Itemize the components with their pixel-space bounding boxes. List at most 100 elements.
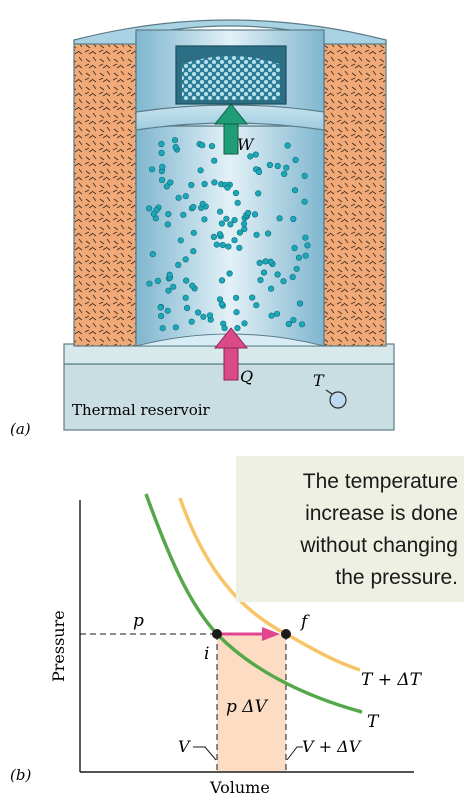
gas-molecule <box>274 162 281 170</box>
gas-molecule <box>249 294 256 301</box>
gas-molecule <box>284 142 291 149</box>
work-area <box>217 634 286 771</box>
isotherm-T-plus-dT <box>178 497 361 672</box>
gas-molecule <box>234 199 241 206</box>
gas-molecule <box>227 221 234 228</box>
thermometer-stem <box>325 389 333 395</box>
gas-molecule <box>262 258 269 265</box>
initial-label: i <box>204 644 209 664</box>
panel-a-label: (a) <box>10 420 31 438</box>
gas-molecule <box>291 187 299 194</box>
isotherm-T-plus-dT-label: T + ΔT <box>361 670 423 690</box>
gas-molecule <box>190 248 197 255</box>
gas-molecule <box>167 179 174 186</box>
pv-diagram: p i f p ΔV V V + ΔV T + ΔT T Pressure Vo… <box>49 493 423 797</box>
y-axis-label: Pressure <box>49 610 68 682</box>
gas-molecule <box>218 220 225 227</box>
heat-label: Q <box>240 367 253 386</box>
gas-molecule <box>221 325 228 332</box>
gas-molecule <box>190 229 197 236</box>
gas-molecule <box>217 208 224 215</box>
isotherm-T-label: T <box>367 712 380 732</box>
gas-molecule <box>158 140 165 148</box>
gas-molecule <box>290 317 297 324</box>
gas-molecule <box>199 200 206 207</box>
gas-molecule <box>251 211 259 218</box>
gas-molecule <box>149 251 156 258</box>
gas-molecule <box>232 189 240 197</box>
gas-molecule <box>224 184 231 191</box>
gas-molecule <box>172 324 179 331</box>
gas-molecule <box>148 166 156 173</box>
gas-molecule <box>302 234 309 241</box>
gas-molecule <box>253 231 260 238</box>
gas-molecule <box>208 143 216 150</box>
gas-molecule <box>201 180 208 188</box>
gas-molecule <box>283 164 290 171</box>
final-point <box>281 629 291 639</box>
initial-point <box>212 629 222 639</box>
gas-molecule <box>190 203 197 211</box>
gas-molecule <box>245 209 252 217</box>
gas-molecule <box>175 261 182 269</box>
gas-molecule <box>213 241 220 248</box>
panel-b-label: (b) <box>10 766 31 784</box>
gas-molecule <box>195 309 202 316</box>
gas-molecule <box>171 137 179 144</box>
gas-molecule <box>252 151 259 158</box>
gas-molecule <box>172 144 179 151</box>
gas-molecule <box>150 210 157 217</box>
gas-molecule <box>291 244 298 252</box>
gas-molecule <box>159 176 166 184</box>
lead-shot <box>182 56 280 100</box>
volume-v-label: V <box>178 737 191 756</box>
v-leader <box>193 746 217 761</box>
work-arrow <box>213 103 249 155</box>
temperature-label: T <box>313 371 325 390</box>
gas-molecule <box>280 278 287 285</box>
gas-molecule <box>182 256 189 263</box>
gas-molecule <box>180 211 187 218</box>
gas-molecule <box>233 309 240 316</box>
gas-molecule <box>241 320 248 327</box>
gas-molecule <box>285 320 292 328</box>
note-line-1: The temperature <box>302 470 458 493</box>
gas-molecule <box>164 221 171 228</box>
gas-molecule <box>165 287 172 294</box>
gas-molecule <box>234 325 241 332</box>
gas-molecule <box>295 254 303 261</box>
insulation-right <box>323 39 387 347</box>
gas-molecule <box>298 321 306 328</box>
gas-molecule <box>290 215 297 223</box>
gas-molecule <box>184 304 191 312</box>
gas-molecule <box>157 304 164 311</box>
gas-molecule <box>188 318 195 325</box>
reservoir-label: Thermal reservoir <box>72 401 211 419</box>
gas-molecule <box>231 237 238 244</box>
thermometer-dial <box>329 391 347 409</box>
gas-molecule <box>154 277 161 285</box>
gas-molecule <box>289 274 296 281</box>
insulation-cap <box>73 19 387 45</box>
gas-molecule <box>241 220 248 227</box>
insulation-left <box>73 39 137 347</box>
gas-molecule <box>296 300 304 307</box>
gas-molecule <box>274 310 281 317</box>
gas-molecule <box>146 280 153 287</box>
gas-molecule <box>223 215 230 222</box>
gas-molecule <box>219 242 226 249</box>
gas-molecule <box>146 205 153 212</box>
gas-molecule <box>210 233 217 240</box>
gas-molecule <box>255 168 263 176</box>
note-line-2: increase is done <box>305 502 458 525</box>
gas-molecule <box>304 242 311 249</box>
gas-molecule <box>218 277 226 284</box>
gas-molecule <box>189 282 196 289</box>
gas-molecule <box>206 312 214 319</box>
gas-molecule <box>170 283 177 290</box>
final-label: f <box>299 612 310 632</box>
volume-v-plus-label: V + ΔV <box>302 737 362 756</box>
gas-molecule <box>200 313 207 320</box>
note-line-3: without changing <box>300 534 458 557</box>
gas-molecule <box>197 167 204 174</box>
